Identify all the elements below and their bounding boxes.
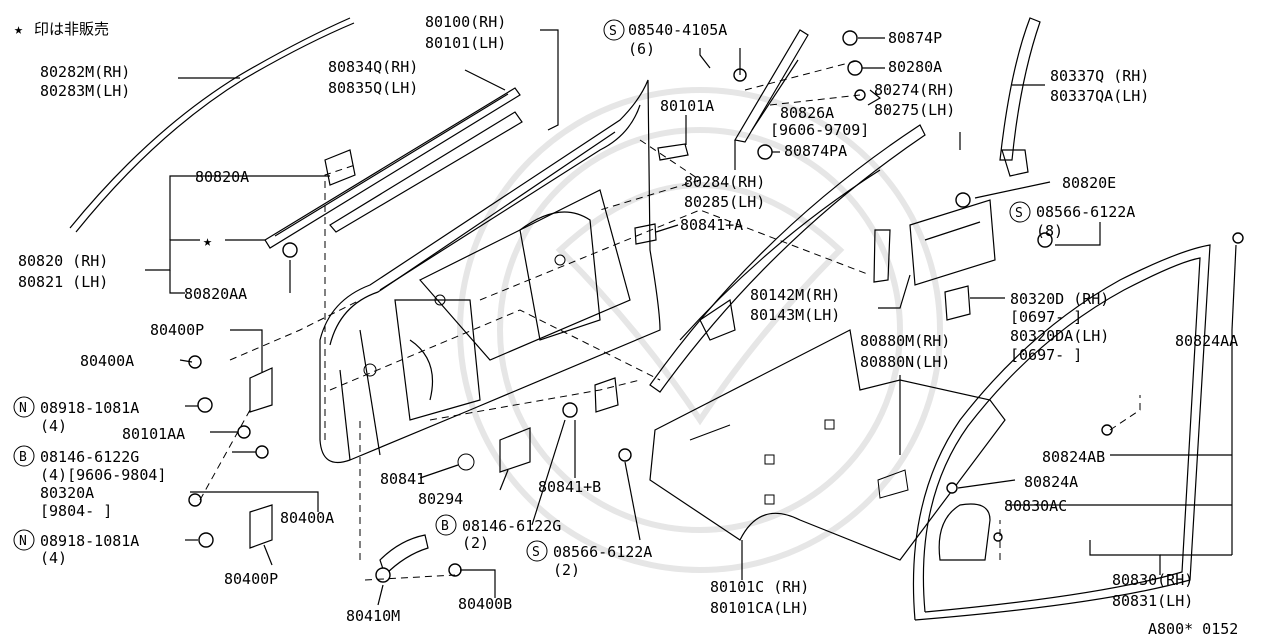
label-80841: 80841 [380,470,425,488]
label-08566-bot-qty: (2) [553,561,580,579]
b-marker: B [19,450,27,465]
label-08146-top-qty: (4)[9606-9804] [40,466,166,484]
label-80400b: 80400B [458,595,512,613]
label-80294: 80294 [418,490,463,508]
label-08918-bot-qty: (4) [40,549,67,567]
fastener-parts [188,30,1244,583]
moulding-strip-part [69,17,355,233]
window-channel-part [649,124,926,393]
sash-frame-part [999,17,1041,177]
header-star: ★ [14,20,23,38]
label-80320d: 80320D (RH) [1010,290,1109,308]
part-labels: 80282M(RH) 80283M(LH) 80100(RH) 80101(LH… [18,13,1238,638]
label-0697-a: [0697- ] [1010,308,1082,326]
label-80285: 80285(LH) [684,193,765,211]
label-80274: 80274(RH) [874,81,955,99]
header-note: 印は非販売 [34,20,109,38]
watermark-emblem [457,87,943,573]
label-80874pa: 80874PA [784,142,847,160]
label-80320a: 80320A [40,484,94,502]
label-08540-qty: (6) [628,40,655,58]
label-08918-top-qty: (4) [40,417,67,435]
label-80101a: 80101A [660,97,714,115]
label-80100: 80100(RH) [425,13,506,31]
label-80283m: 80283M(LH) [40,82,130,100]
label-9804: [9804- ] [40,502,112,520]
label-08566-top-qty: (8) [1036,222,1063,240]
label-80880n: 80880N(LH) [860,353,950,371]
label-80820: 80820 (RH) [18,252,108,270]
n-marker: N [19,534,27,549]
label-80101ca: 80101CA(LH) [710,599,809,617]
label-08146-bot: 08146-6122G [462,517,561,535]
label-80841b: 80841+B [538,478,601,496]
outer-weatherstrip-part [264,87,523,249]
b-marker: B [441,519,449,534]
label-08566-bot: 08566-6122A [553,543,652,561]
label-80400p-top: 80400P [150,321,204,339]
leader-lines [145,29,1237,606]
circled-markers: S S N B N B S [13,19,1031,562]
label-0697-b: [0697- ] [1010,346,1082,364]
label-08146-bot-qty: (2) [462,534,489,552]
label-08540: 08540-4105A [628,21,727,39]
label-star-non-sale: ★ [203,232,212,250]
label-80400p-bot: 80400P [224,570,278,588]
label-80337q: 80337Q (RH) [1050,67,1149,85]
label-9606-9709: [9606-9709] [770,121,869,139]
alignment-dashes [199,59,1141,581]
label-80275: 80275(LH) [874,101,955,119]
label-80320da: 80320DA(LH) [1010,327,1109,345]
label-80284: 80284(RH) [684,173,765,191]
label-80337qa: 80337QA(LH) [1050,87,1149,105]
label-80101: 80101(LH) [425,34,506,52]
door-weatherstrip-part [912,244,1211,621]
label-08146-top: 08146-6122G [40,448,139,466]
label-80820aa: 80820AA [184,285,247,303]
label-80101c: 80101C (RH) [710,578,809,596]
label-80142m: 80142M(RH) [750,286,840,304]
s-marker: S [1015,206,1023,221]
pillar-bracket-part [873,199,996,286]
label-80830ac: 80830AC [1004,497,1067,515]
label-80824ab: 80824AB [1042,448,1105,466]
label-80826a: 80826A [780,104,834,122]
label-80143m: 80143M(LH) [750,306,840,324]
label-80821: 80821 (LH) [18,273,108,291]
label-80841a: 80841+A [680,216,743,234]
label-80834q: 80834Q(RH) [328,58,418,76]
label-80400a-top: 80400A [80,352,134,370]
label-80824a: 80824A [1024,473,1078,491]
label-80824aa: 80824AA [1175,332,1238,350]
s-marker: S [532,545,540,560]
n-marker: N [19,401,27,416]
label-80880m: 80880M(RH) [860,332,950,350]
label-80874p: 80874P [888,29,942,47]
label-08566-top: 08566-6122A [1036,203,1135,221]
label-80400a-bot: 80400A [280,509,334,527]
label-80835q: 80835Q(LH) [328,79,418,97]
s-marker: S [609,24,617,39]
label-80820e: 80820E [1062,174,1116,192]
glass-run-part [734,29,809,143]
door-trim-panel [649,329,1006,561]
label-80410m: 80410M [346,607,400,625]
label-80820a: 80820A [195,168,249,186]
label-80101aa: 80101AA [122,425,185,443]
label-80831: 80831(LH) [1112,592,1193,610]
label-80830: 80830(RH) [1112,571,1193,589]
label-08918-top: 08918-1081A [40,399,139,417]
label-80282m: 80282M(RH) [40,63,130,81]
diagram-code: A800* 0152 [1148,620,1238,638]
front-door-panel [319,79,661,464]
label-08918-bot: 08918-1081A [40,532,139,550]
label-80280a: 80280A [888,58,942,76]
